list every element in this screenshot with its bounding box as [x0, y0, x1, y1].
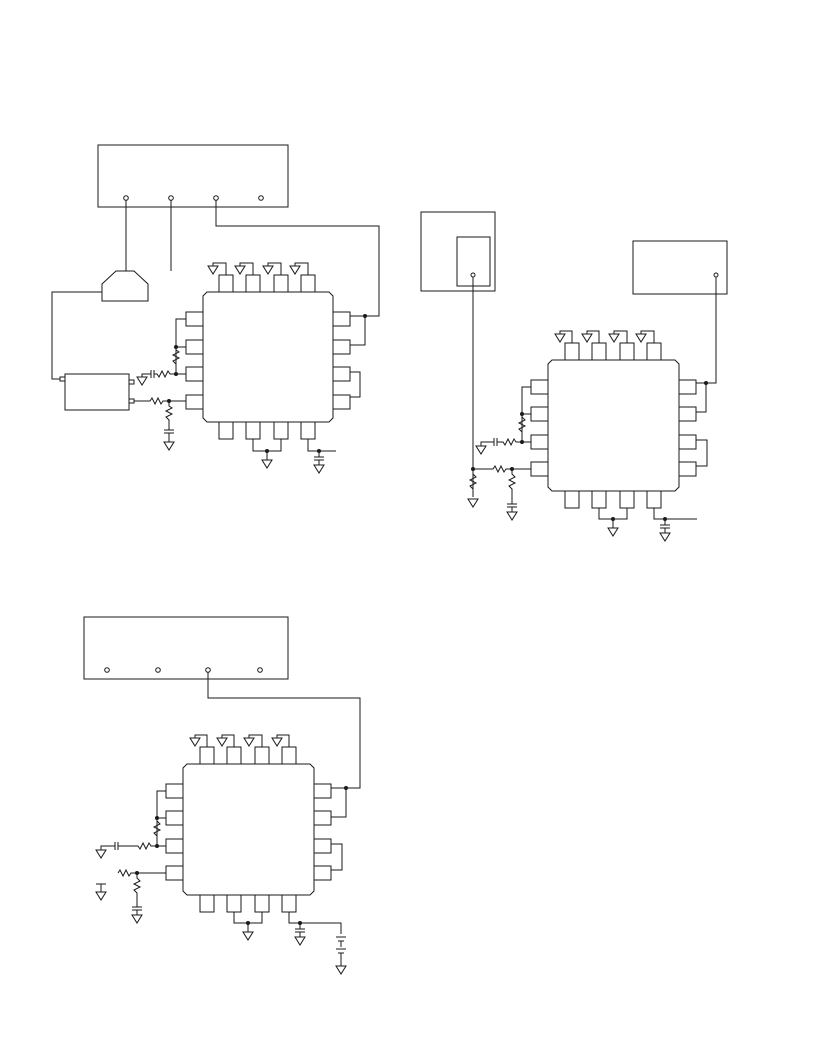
instrument-box-3 [83, 616, 289, 680]
ic-3 [182, 763, 315, 896]
signal-wire-3 [207, 672, 361, 789]
figure-3 [83, 616, 361, 975]
terminal-1d [258, 195, 264, 201]
figure-1 [51, 144, 380, 474]
instrument-box-2 [632, 240, 728, 295]
terminal-1c [213, 195, 219, 201]
module-1 [64, 373, 130, 411]
figure-2 [420, 211, 728, 542]
terminal-1b [168, 195, 174, 201]
ic-1 [202, 291, 334, 423]
ic-2 [547, 359, 680, 492]
signal-wire-1 [215, 200, 380, 317]
terminal-1a [123, 195, 129, 201]
instrument-box-1 [97, 144, 289, 208]
signal-wire-2 [696, 277, 717, 384]
adapter-1 [101, 270, 149, 302]
